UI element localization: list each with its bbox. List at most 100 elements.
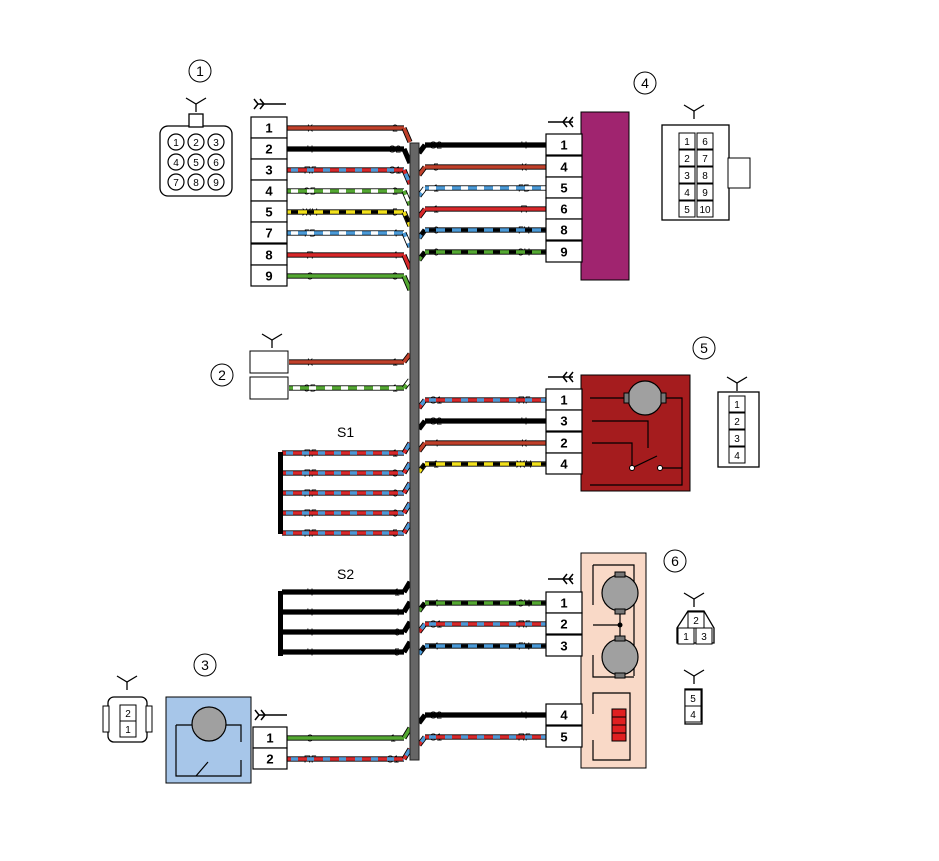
plug-symbol-c4 xyxy=(548,116,574,128)
connector-2-housing xyxy=(249,350,289,400)
svg-text:4: 4 xyxy=(684,188,690,199)
c3-pin-1: 1 xyxy=(252,726,288,749)
c4-pin-8: 8 xyxy=(545,218,583,241)
svg-text:5: 5 xyxy=(560,730,567,745)
c3-wire-bend-0 xyxy=(401,726,413,740)
svg-text:3: 3 xyxy=(701,632,707,643)
c4-wire-bend-4 xyxy=(416,228,428,240)
svg-text:10: 10 xyxy=(699,205,711,216)
relay-block-4 xyxy=(580,111,630,281)
svg-text:5: 5 xyxy=(684,205,690,216)
svg-text:9: 9 xyxy=(265,269,272,284)
c6-pin-5: 5 xyxy=(545,725,583,748)
svg-text:2: 2 xyxy=(265,142,272,157)
s1-wire-bend-1 xyxy=(401,461,413,475)
plug-symbol-c1 xyxy=(253,98,286,110)
svg-text:8: 8 xyxy=(265,248,272,263)
svg-text:2: 2 xyxy=(125,709,131,720)
svg-text:4: 4 xyxy=(560,160,568,175)
c1-wire-bend-5 xyxy=(401,231,413,249)
svg-text:4: 4 xyxy=(734,451,740,462)
callout-4: 4 xyxy=(633,71,657,95)
switch-block-5 xyxy=(580,374,691,492)
svg-text:5: 5 xyxy=(265,205,272,220)
svg-text:1: 1 xyxy=(684,137,690,148)
c1-wire-bend-1 xyxy=(401,147,413,165)
blower-motor-icon xyxy=(601,638,639,676)
fan-motor-icon xyxy=(191,706,227,742)
callout-1: 1 xyxy=(188,59,212,83)
c2-wire-bend-1 xyxy=(401,378,413,390)
svg-text:4: 4 xyxy=(560,457,568,472)
c6-pin-1: 1 xyxy=(545,591,583,614)
plug-symbol-c2 xyxy=(261,333,283,348)
svg-text:1: 1 xyxy=(560,393,567,408)
svg-text:3: 3 xyxy=(560,639,567,654)
c4-wire-bend-5 xyxy=(416,250,428,262)
c4-wire-bend-3 xyxy=(416,207,428,219)
svg-text:5: 5 xyxy=(690,694,696,705)
s2-wire-bend-0 xyxy=(401,580,413,594)
svg-text:3: 3 xyxy=(560,414,567,429)
s1-wire-bend-3 xyxy=(401,501,413,515)
c5-wire-bend-3 xyxy=(416,462,428,474)
svg-text:1: 1 xyxy=(683,632,689,643)
c6-wire-bend-1 xyxy=(416,622,428,634)
splice-s2-bar xyxy=(278,591,283,656)
svg-text:1: 1 xyxy=(265,121,272,136)
svg-text:1: 1 xyxy=(266,731,273,746)
c3-wire-bend-1 xyxy=(401,747,413,761)
svg-text:9: 9 xyxy=(560,245,567,260)
svg-text:4: 4 xyxy=(265,184,273,199)
c1-wire-bend-4 xyxy=(401,210,413,228)
s2-wire-bend-3 xyxy=(401,640,413,654)
c6-wire-bend-2 xyxy=(416,644,428,656)
c6-wire-bend-0 xyxy=(416,601,428,613)
svg-text:1: 1 xyxy=(173,138,179,149)
svg-text:5: 5 xyxy=(193,158,199,169)
svg-text:5: 5 xyxy=(560,181,567,196)
c1-pin-2: 2 xyxy=(250,137,288,160)
svg-text:2: 2 xyxy=(218,367,226,383)
svg-text:2: 2 xyxy=(684,154,690,165)
c4-pin-4: 4 xyxy=(545,155,583,178)
c5-wire-bend-1 xyxy=(416,419,428,431)
c1-wire-bend-3 xyxy=(401,189,413,207)
svg-text:6: 6 xyxy=(213,158,219,169)
svg-text:4: 4 xyxy=(641,75,649,91)
svg-text:2: 2 xyxy=(693,616,699,627)
connector-6a-face-icon: 21 3 xyxy=(676,592,715,645)
c1-wire-bend-2 xyxy=(401,168,413,186)
svg-text:8: 8 xyxy=(193,178,199,189)
c4-pin-9: 9 xyxy=(545,240,583,263)
plug-symbol-c6 xyxy=(548,573,574,585)
svg-text:6: 6 xyxy=(671,553,679,569)
svg-text:2: 2 xyxy=(193,138,199,149)
svg-text:6: 6 xyxy=(560,202,567,217)
svg-text:1: 1 xyxy=(560,138,567,153)
c4-pin-1: 1 xyxy=(545,133,583,156)
callout-2: 2 xyxy=(210,363,234,387)
svg-text:7: 7 xyxy=(173,178,179,189)
c4-wire-bend-2 xyxy=(416,186,428,198)
svg-text:2: 2 xyxy=(560,436,567,451)
c6-wire-bend-3 xyxy=(416,713,428,725)
c5-pin-4: 4 xyxy=(545,452,583,475)
s2-wire-bend-1 xyxy=(401,600,413,614)
svg-text:9: 9 xyxy=(213,178,219,189)
svg-text:3: 3 xyxy=(734,434,740,445)
c6-pin-3: 3 xyxy=(545,634,583,657)
svg-text:8: 8 xyxy=(560,223,567,238)
svg-text:3: 3 xyxy=(201,657,209,673)
svg-text:2: 2 xyxy=(560,617,567,632)
c1-wire-bend-0 xyxy=(401,126,413,144)
s2-wire-bend-2 xyxy=(401,620,413,634)
svg-text:8: 8 xyxy=(702,171,708,182)
c1-pin-1: 1 xyxy=(250,116,288,139)
svg-text:9: 9 xyxy=(702,188,708,199)
splice-s2-title: S2 xyxy=(337,566,354,582)
svg-text:1: 1 xyxy=(734,400,740,411)
callout-5: 5 xyxy=(692,336,716,360)
c1-wire-bend-6 xyxy=(401,253,413,271)
